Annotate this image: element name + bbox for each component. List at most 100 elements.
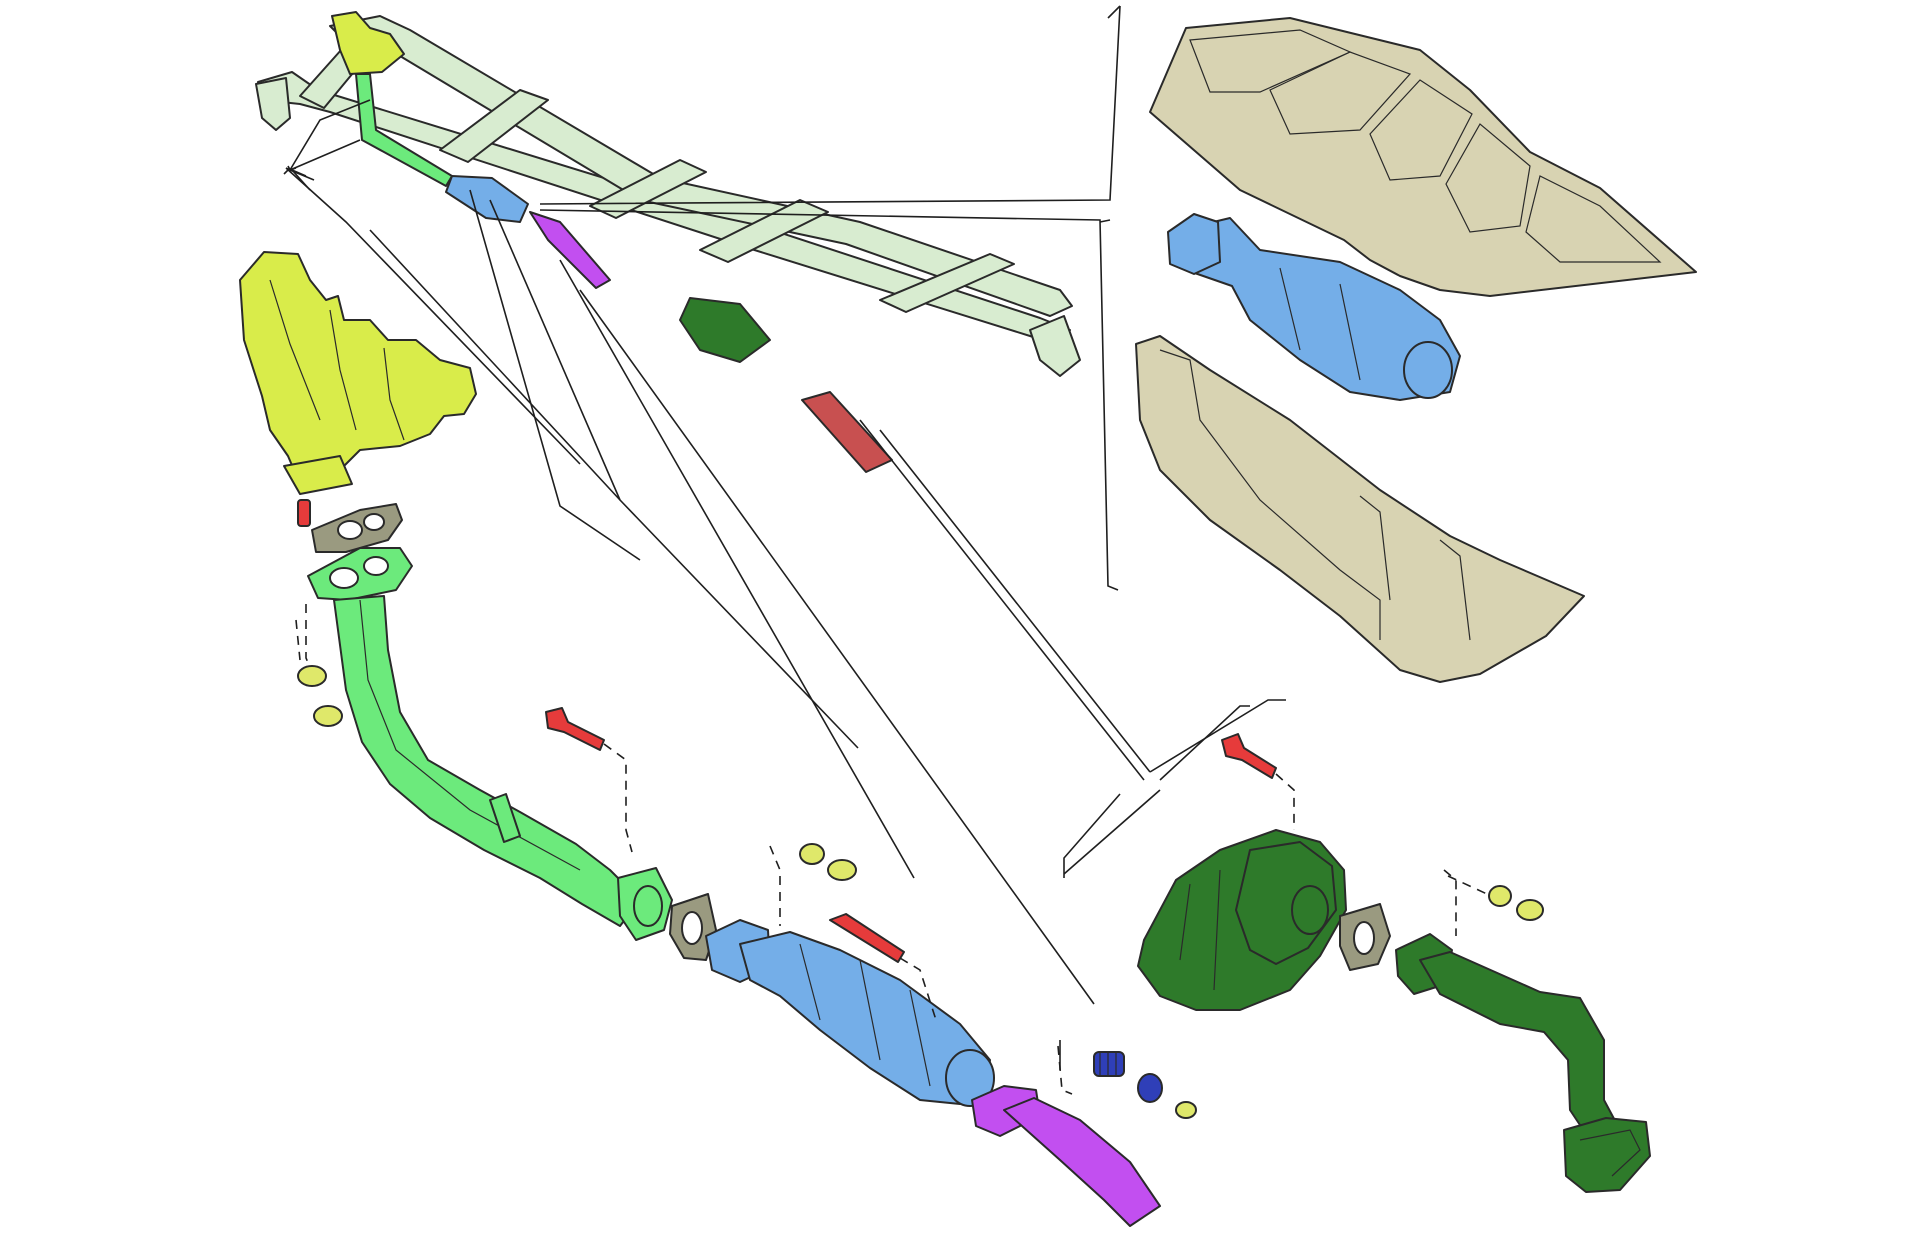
intermediate-pipe: [971, 1085, 1161, 1227]
nut-icon: [1516, 899, 1544, 921]
front-pipe-fasteners: [295, 604, 343, 727]
leader-heat-shield: [539, 5, 1121, 205]
washer-icon: [1488, 885, 1512, 907]
corner-brackets: [283, 139, 1250, 1070]
front-pipe-outlet: [633, 885, 663, 927]
leader-left-tick: [291, 169, 307, 177]
bracket-left-short: [289, 167, 297, 171]
converter-dash-line: [769, 845, 781, 926]
nut-icon: [827, 859, 857, 881]
converter-fasteners: [769, 843, 857, 926]
upper-heat-shield-rib-4: [1445, 123, 1531, 233]
leader-left-side: [291, 169, 311, 191]
frame-crossmember-4: [879, 253, 1015, 313]
frame-red-marker: [801, 391, 893, 473]
exhaust-manifold-runner-2: [329, 309, 357, 431]
tail-pipe-tip-opening: [1579, 1129, 1641, 1177]
leader-muffler-bracket: [1063, 789, 1161, 875]
upper-heat-shield-rib-5: [1525, 175, 1662, 263]
bracket-muffler-top: [1159, 705, 1250, 781]
leader-muffler: [859, 419, 1145, 781]
bracket-muffler-left: [1063, 793, 1121, 878]
vehicle-frame: [255, 11, 1081, 473]
tail-pipe-fasteners: [1443, 869, 1544, 936]
exhaust-manifold: [239, 251, 477, 495]
frame-rear-bracket: [1029, 315, 1081, 377]
washer-icon: [799, 843, 825, 865]
frame-crossmember-1: [439, 89, 549, 163]
gasket-hole-1: [337, 520, 363, 540]
spring-dash-line: [1057, 1045, 1073, 1095]
leader-converter-b: [489, 199, 621, 501]
manifold-gasket: [311, 503, 403, 553]
leader-converter-a: [469, 189, 641, 561]
washer-icon: [1137, 1073, 1163, 1103]
muffler: [1137, 829, 1347, 1011]
front-pipe: [307, 547, 673, 941]
gasket-hole: [1353, 921, 1375, 955]
tail-pipe-tube: [1419, 951, 1621, 1141]
front-pipe-tube: [333, 595, 641, 927]
front-pipe-dash-line-2: [295, 619, 301, 661]
frame-muffler-insitu: [679, 297, 771, 363]
bolt-dash-line: [603, 743, 633, 853]
converter-gasket: [669, 893, 717, 961]
leader-muffler-b: [879, 429, 1286, 773]
leader-front-pipe: [369, 229, 859, 749]
spring-icon: [1093, 1051, 1125, 1077]
nut-icon: [1175, 1101, 1197, 1119]
muffler-gasket: [1339, 903, 1391, 971]
catalytic-converter-seam: [799, 943, 931, 1087]
exhaust-manifold-runner-3: [383, 347, 405, 441]
leader-heat-shield-top: [1107, 5, 1121, 19]
spring-fasteners: [1057, 1045, 1197, 1119]
exhaust-manifold-body: [239, 251, 477, 485]
tail-pipe-tip: [1563, 1117, 1651, 1193]
upper-heat-shield-rib-1: [1189, 29, 1352, 93]
muffler-bolt: [1221, 733, 1295, 830]
heat-shields: [1135, 17, 1697, 683]
upper-heat-shield-rib-3: [1369, 79, 1473, 181]
nut-icon: [297, 665, 327, 687]
intermediate-pipe-tube: [1003, 1097, 1161, 1227]
leader-intermediate-b: [579, 289, 1095, 1005]
front-pipe-flange-hole-2: [363, 556, 389, 576]
leader-heat-shield-bottom: [539, 209, 1119, 591]
tail-dash-line: [1443, 869, 1457, 936]
manifold-stud: [297, 499, 311, 527]
front-pipe-flange: [307, 547, 413, 601]
frame-intermediate-insitu: [529, 211, 611, 289]
leader-manifold: [289, 99, 371, 171]
catalytic-converter-upper-seam: [1279, 267, 1361, 381]
frame-front-bracket: [255, 77, 291, 131]
leader-lines: [285, 5, 1286, 1005]
muffler-outlet: [1291, 885, 1329, 935]
front-pipe-clamp: [489, 793, 521, 843]
bolt-icon: [297, 499, 311, 527]
leader-intermediate: [559, 259, 915, 879]
converter-stud: [829, 913, 905, 963]
bracket-top-left: [283, 167, 291, 175]
gasket-hole-2: [363, 513, 385, 531]
gasket-hole: [681, 911, 703, 945]
lower-heat-shield-rib-2: [1359, 495, 1391, 601]
catalytic-converter: [705, 913, 995, 1107]
lower-heat-shield: [1135, 335, 1585, 683]
catalytic-converter-outlet: [945, 1049, 995, 1107]
lower-heat-shield-rib: [1159, 349, 1381, 640]
catalytic-converter-upper-outlet: [1403, 341, 1453, 399]
frame-manifold-insitu: [331, 11, 405, 75]
converter-stud-dash-line: [899, 957, 937, 1021]
front-pipe-flange-hole-1: [329, 567, 359, 589]
tail-pipe: [1395, 933, 1651, 1193]
frame-crossmember-3: [699, 199, 829, 263]
upper-heat-shield-rib-2: [1269, 51, 1412, 135]
catalytic-converter-upper-flange: [1167, 213, 1221, 275]
bolt-icon: [1221, 733, 1277, 779]
frame-rail-left: [257, 71, 1071, 347]
front-pipe-bolt: [545, 707, 633, 853]
muffler-seam: [1179, 869, 1221, 991]
leader-shield-bottom-bracket: [1099, 219, 1111, 223]
exhaust-manifold-runner-1: [269, 279, 321, 421]
